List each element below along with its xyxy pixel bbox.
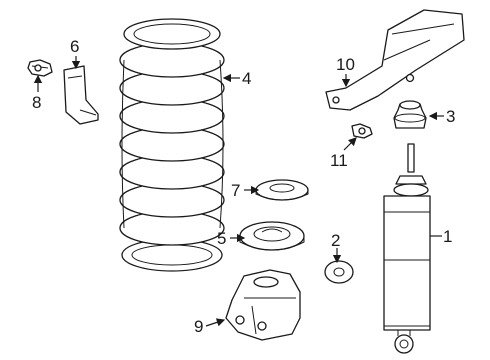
coil-spring <box>119 18 225 272</box>
callout-7: 7 <box>231 181 240 200</box>
leader-9 <box>205 318 226 327</box>
callout-2: 2 <box>331 231 340 250</box>
lower-insulator <box>239 221 305 251</box>
callout-10: 10 <box>336 55 355 74</box>
spring-bracket <box>63 65 99 125</box>
callout-3: 3 <box>446 107 455 126</box>
shock-absorber <box>383 143 431 354</box>
lower-spring-seat <box>225 269 301 341</box>
bolt-8 <box>27 59 53 77</box>
callout-6: 6 <box>70 37 79 56</box>
callout-11: 11 <box>330 151 348 170</box>
washer <box>324 260 354 284</box>
bolt-11 <box>351 123 373 139</box>
callout-9: 9 <box>194 317 203 336</box>
leader-11 <box>343 137 357 151</box>
callout-5: 5 <box>217 229 226 248</box>
callout-1: 1 <box>443 227 452 246</box>
callout-4: 4 <box>242 69 251 88</box>
callout-8: 8 <box>32 93 41 112</box>
upper-insulator <box>255 179 309 201</box>
mounting-bracket <box>325 9 465 111</box>
jounce-bumper <box>393 100 427 129</box>
